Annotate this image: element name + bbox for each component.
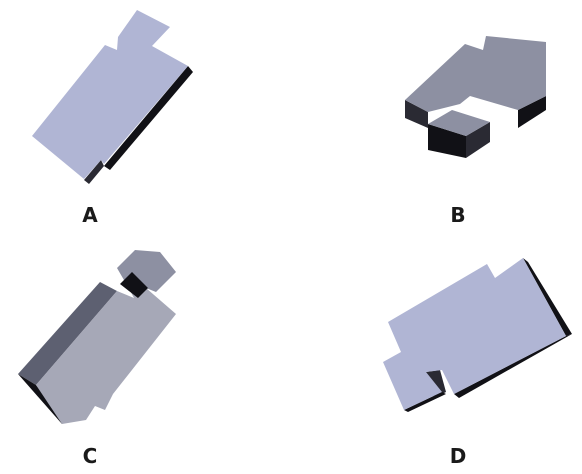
- shape-d-top-face: [383, 258, 566, 410]
- option-label-c: C: [82, 444, 98, 468]
- shape-c-side-face: [18, 282, 117, 385]
- option-label-d: D: [449, 444, 467, 468]
- shape-b-top-face: [405, 36, 546, 112]
- shape-d-tab-bottom-edge: [404, 392, 446, 412]
- shape-b-stub-right: [466, 122, 490, 158]
- shape-b-main-side-right: [518, 96, 546, 128]
- option-label-b: B: [450, 203, 466, 227]
- shape-c-bottom-edge: [18, 374, 65, 424]
- shape-a-lower-notch-side: [84, 160, 104, 184]
- option-label-a: A: [82, 203, 98, 227]
- shape-a-top-face: [32, 10, 188, 179]
- shape-a-side-face: [104, 66, 193, 170]
- shape-b-main-side-left: [405, 100, 428, 128]
- shape-b-stub-front: [428, 124, 466, 158]
- shape-c-tab-hole: [120, 272, 148, 298]
- shape-b-stub-top: [428, 110, 490, 136]
- shape-d-bottom-edge: [454, 334, 572, 398]
- shape-c-top-face: [36, 287, 176, 424]
- shape-d-side-face: [523, 258, 572, 336]
